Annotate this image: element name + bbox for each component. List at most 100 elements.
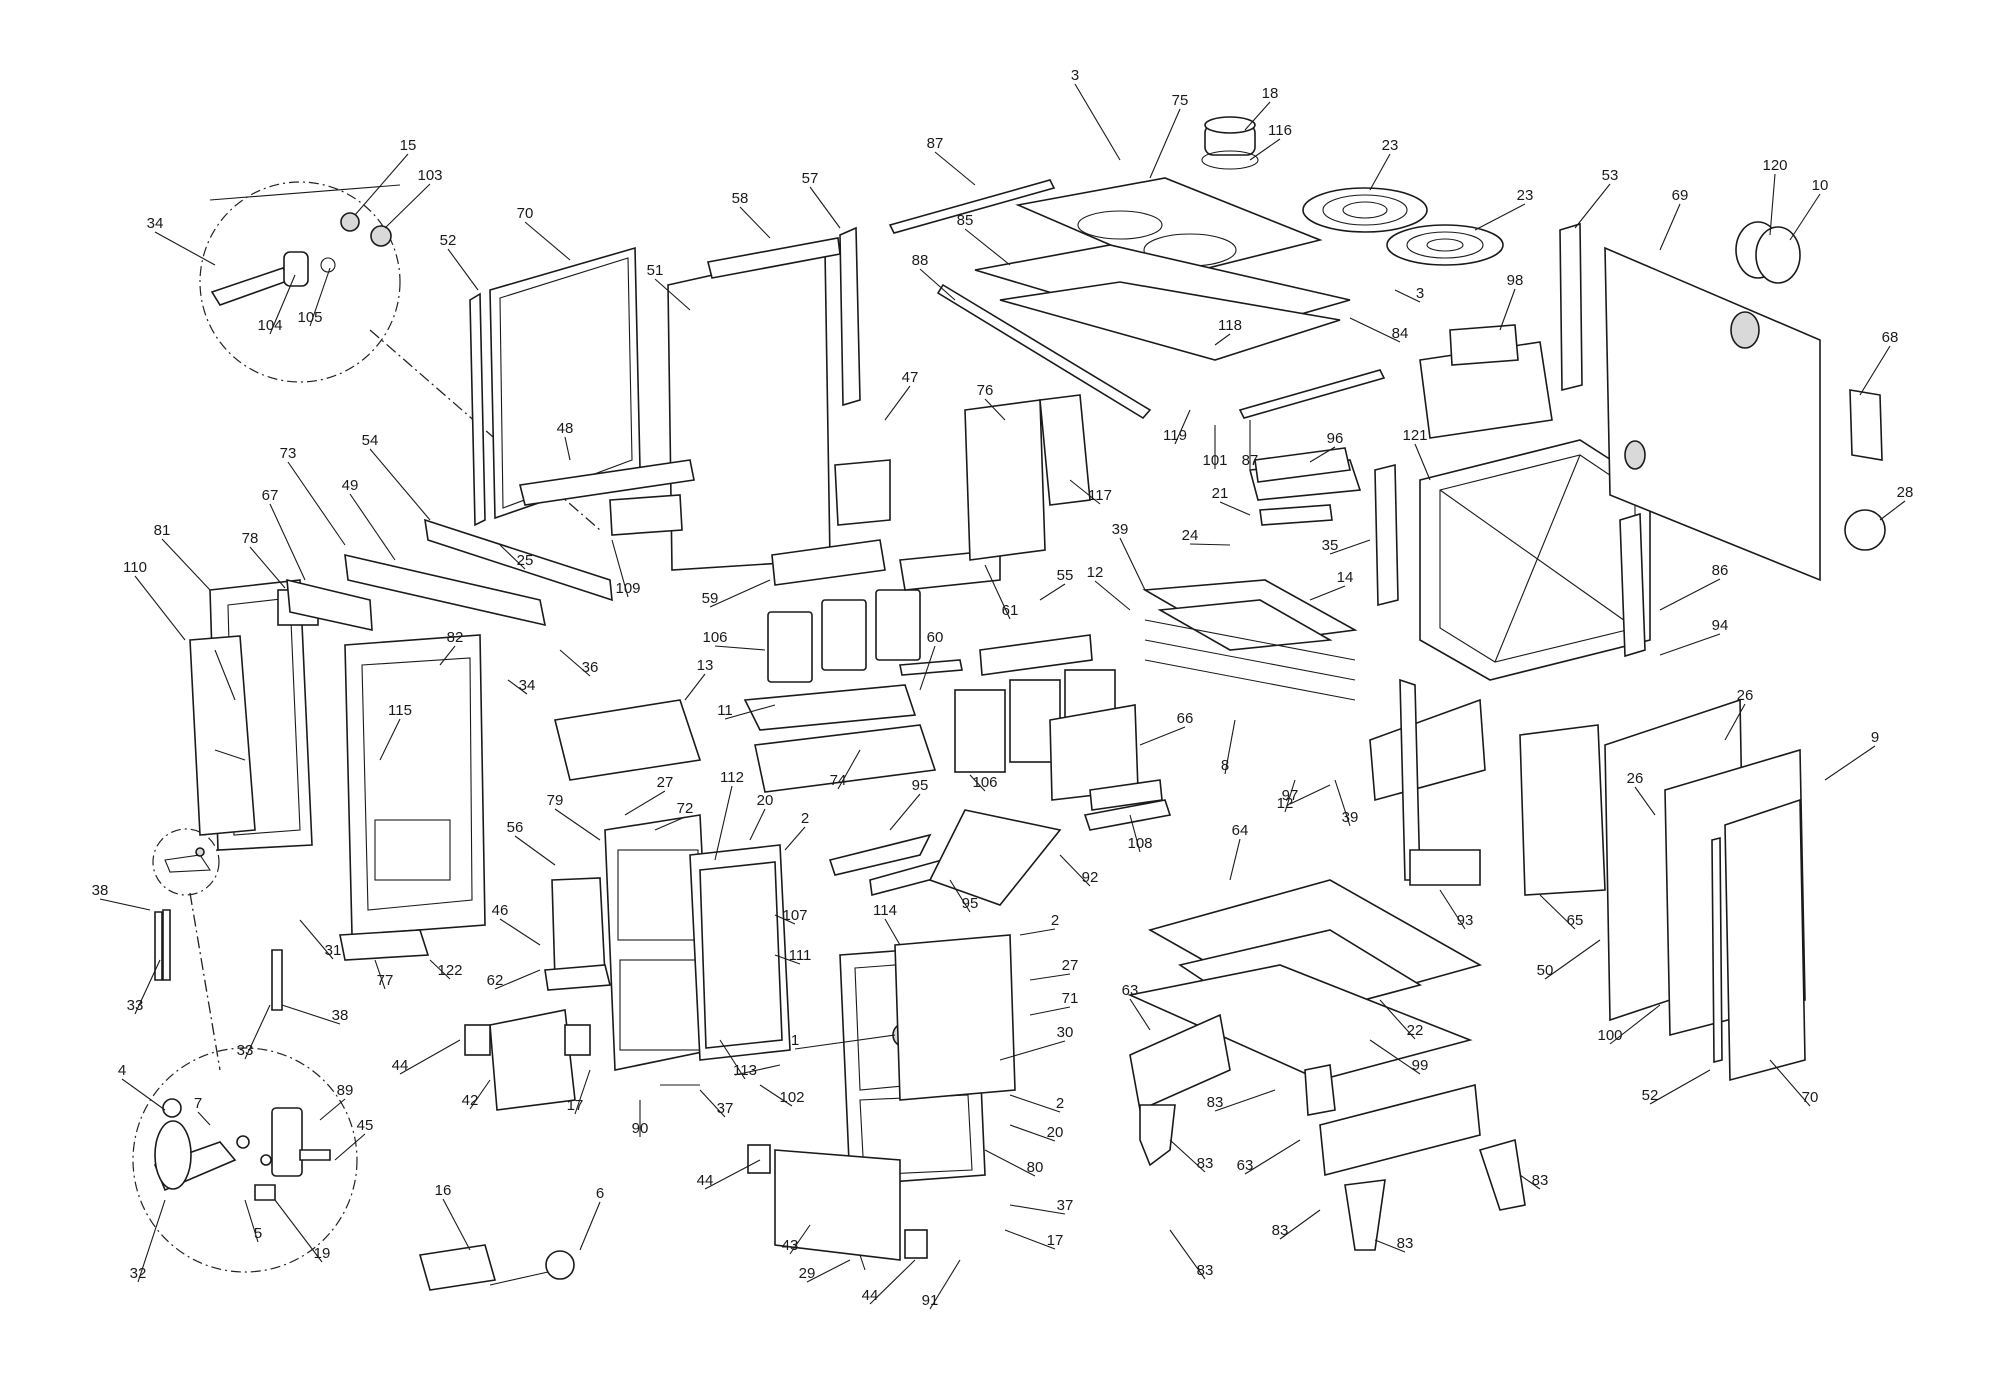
- part-number-label: 3: [1071, 67, 1079, 84]
- callout-105: 105: [297, 267, 331, 327]
- part-number-label: 76: [977, 382, 994, 399]
- callout-39: 39: [1334, 779, 1358, 827]
- part-number-label: 101: [1202, 452, 1227, 469]
- callout-91: 91: [922, 1259, 961, 1310]
- leader-line: [1659, 633, 1721, 656]
- leader-line: [889, 793, 921, 831]
- part-number-label: 106: [972, 774, 997, 791]
- part-number-label: 69: [1672, 187, 1689, 204]
- leader-line: [1059, 854, 1091, 887]
- part-number-label: 2: [1051, 912, 1059, 929]
- callout-15: 15: [354, 137, 416, 216]
- leader-line: [287, 461, 346, 546]
- part-number-label: 114: [873, 902, 897, 919]
- callout-74: 74: [830, 749, 861, 790]
- leader-line: [514, 835, 556, 866]
- leader-line: [579, 1201, 601, 1251]
- leader-line: [1609, 1004, 1661, 1045]
- part-number-label: 103: [417, 167, 442, 184]
- leader-line: [1139, 726, 1186, 746]
- leader-line: [1474, 203, 1526, 231]
- callout-83: 83: [1272, 1209, 1321, 1240]
- part-number-label: 2: [1056, 1095, 1064, 1112]
- part-number-label: 7: [194, 1095, 202, 1112]
- callout-37: 37: [1009, 1197, 1073, 1215]
- leader-line: [429, 959, 451, 980]
- part-number-label: 26: [1737, 687, 1754, 704]
- callout-79: 79: [547, 792, 601, 841]
- leader-line: [369, 448, 431, 521]
- callout-37: 37: [699, 1089, 733, 1118]
- part-number-label: 16: [435, 1182, 452, 1199]
- part-number-label: 63: [1237, 1157, 1254, 1174]
- leader-line: [134, 959, 161, 1015]
- part-number-label: 95: [962, 895, 979, 912]
- oven-body: [1142, 439, 1806, 1082]
- leader-line: [319, 1098, 346, 1121]
- part-number-label: 106: [702, 629, 727, 646]
- leader-line: [749, 808, 766, 841]
- part-number-label: 26: [1627, 770, 1644, 787]
- part-number-label: 98: [1507, 272, 1524, 289]
- callout-9: 9: [1824, 729, 1879, 781]
- callout-71: 71: [1029, 990, 1078, 1016]
- callout-108: 108: [1127, 814, 1153, 853]
- leader-line: [1394, 289, 1421, 303]
- callout-60: 60: [919, 629, 943, 691]
- leader-line: [1189, 543, 1231, 546]
- callout-57: 57: [802, 170, 841, 229]
- part-number-label: 66: [1177, 710, 1194, 727]
- callout-13: 13: [684, 657, 713, 701]
- part-number-label: 107: [782, 907, 807, 924]
- callout-35: 35: [1322, 537, 1371, 555]
- callout-119: 119: [1163, 409, 1191, 445]
- callout-63: 63: [1237, 1139, 1301, 1175]
- leader-line: [447, 248, 479, 291]
- part-number-label: 75: [1172, 92, 1189, 109]
- callout-98: 98: [1499, 272, 1524, 331]
- part-number-label: 82: [447, 629, 464, 646]
- callout-52: 52: [1642, 1069, 1711, 1105]
- part-number-label: 44: [697, 1172, 714, 1189]
- leader-line: [1544, 939, 1601, 980]
- leader-line: [1229, 838, 1241, 881]
- part-number-label: 112: [720, 769, 744, 786]
- part-number-label: 44: [862, 1287, 879, 1304]
- callout-116: 116: [1249, 122, 1292, 161]
- leader-line: [559, 649, 591, 677]
- part-number-label: 90: [632, 1120, 649, 1137]
- callout-17: 17: [1004, 1229, 1063, 1250]
- leader-line: [442, 1198, 471, 1251]
- leader-line: [1129, 998, 1151, 1031]
- callout-3: 3: [1394, 285, 1424, 303]
- callout-6: 6: [579, 1185, 604, 1251]
- leader-line: [984, 564, 1011, 620]
- part-number-label: 31: [325, 942, 342, 959]
- part-number-label: 100: [1597, 1027, 1622, 1044]
- part-number-label: 27: [657, 774, 674, 791]
- callout-3: 3: [1071, 67, 1121, 161]
- leader-line: [281, 1004, 341, 1025]
- leader-line: [1019, 928, 1056, 936]
- callout-39: 39: [1112, 521, 1146, 591]
- part-number-label: 1: [791, 1032, 799, 1049]
- part-number-label: 27: [1062, 957, 1079, 974]
- callout-50: 50: [1537, 939, 1601, 980]
- leader-line: [837, 749, 861, 790]
- leader-line: [1029, 973, 1071, 981]
- callout-83: 83: [1374, 1235, 1413, 1253]
- callout-5: 5: [244, 1199, 262, 1243]
- callout-33: 33: [127, 959, 161, 1015]
- leader-line: [299, 919, 334, 960]
- leader-line: [984, 398, 1006, 421]
- callout-38: 38: [92, 882, 151, 911]
- callout-106: 106: [969, 774, 998, 792]
- leader-line: [1369, 1039, 1421, 1075]
- part-number-label: 116: [1268, 122, 1292, 139]
- leader-line: [1214, 333, 1231, 346]
- leader-line: [714, 645, 766, 651]
- callout-102: 102: [759, 1084, 805, 1107]
- callout-16: 16: [435, 1182, 471, 1251]
- leader-line: [1659, 203, 1681, 251]
- leader-line: [1634, 786, 1656, 816]
